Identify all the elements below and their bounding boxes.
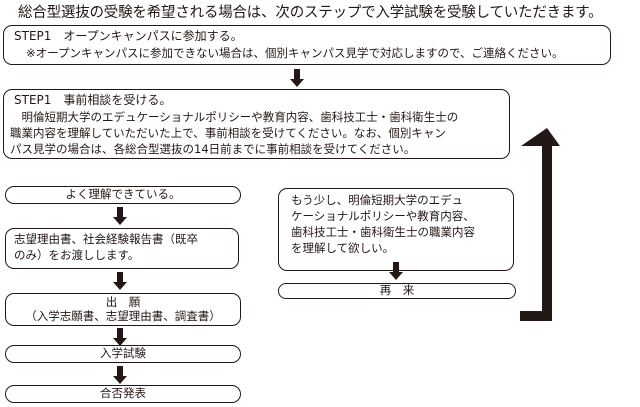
revisit-box: 再 来: [278, 283, 516, 299]
result-box: 合否発表: [5, 385, 241, 403]
step-open-campus-heading: STEP1 オープンキャンパスに参加する。: [14, 29, 243, 43]
down-arrow-icon: [113, 207, 127, 225]
result-label: 合否発表: [100, 386, 146, 400]
down-arrow-icon: [113, 272, 127, 290]
documents-line-1: 志望理由書、社会経験報告書（既卒: [14, 232, 198, 246]
page-title: 総合型選抜の受験を希望される場合は、次のステップで入学試験を受験していただきます…: [18, 5, 603, 21]
down-arrow-icon: [113, 366, 127, 384]
step-consultation-box: STEP1 事前相談を受ける。 明倫短期大学のエデュケーショナルポリシーや教育内…: [3, 89, 510, 159]
step-open-campus-note: ※オープンキャンパスに参加できない場合は、個別キャンパス見学で対応しますので、ご…: [26, 46, 564, 60]
need-more-line-1: もう少し、明倫短期大学のエデュ: [291, 193, 464, 207]
revisit-label: 再 来: [379, 283, 415, 297]
understood-box: よく理解できている。: [5, 186, 241, 204]
step-consultation-heading: STEP1 事前相談を受ける。: [14, 93, 172, 107]
application-title: 出 願: [105, 295, 141, 309]
exam-label: 入学試験: [100, 346, 146, 360]
need-more-box: もう少し、明倫短期大学のエデュ ケーショナルポリシーや教育内容、 歯科技工士・歯…: [278, 188, 514, 271]
down-arrow-icon: [113, 328, 127, 346]
return-arrow-icon: [520, 128, 560, 321]
step-consultation-line-2: 職業内容を理解していただいた上で、事前相談を受けてください。なお、個別キャン: [10, 126, 446, 140]
step-consultation-line-3: パス見学の場合は、各総合型選抜の14日前までに事前相談を受けてください。: [10, 142, 416, 156]
exam-box: 入学試験: [5, 345, 241, 363]
down-arrow-icon: [389, 262, 403, 280]
need-more-line-4: を理解して欲しい。: [291, 241, 395, 255]
step-open-campus-box: STEP1 オープンキャンパスに参加する。 ※オープンキャンパスに参加できない場…: [3, 25, 611, 65]
application-documents: （入学志願書、志望理由書、調査書）: [25, 309, 221, 323]
down-arrow-icon: [290, 69, 304, 87]
application-box: 出 願 （入学志願書、志望理由書、調査書）: [5, 293, 241, 326]
need-more-line-2: ケーショナルポリシーや教育内容、: [291, 209, 475, 223]
documents-box: 志望理由書、社会経験報告書（既卒 のみ）をお渡しします。: [5, 228, 239, 269]
understood-label: よく理解できている。: [65, 187, 181, 201]
need-more-line-3: 歯科技工士・歯科衛生士の職業内容: [291, 225, 475, 239]
documents-line-2: のみ）をお渡しします。: [14, 248, 140, 262]
step-consultation-line-1: 明倫短期大学のエデュケーショナルポリシーや教育内容、歯科技工士・歯科衛生士の: [10, 110, 459, 124]
